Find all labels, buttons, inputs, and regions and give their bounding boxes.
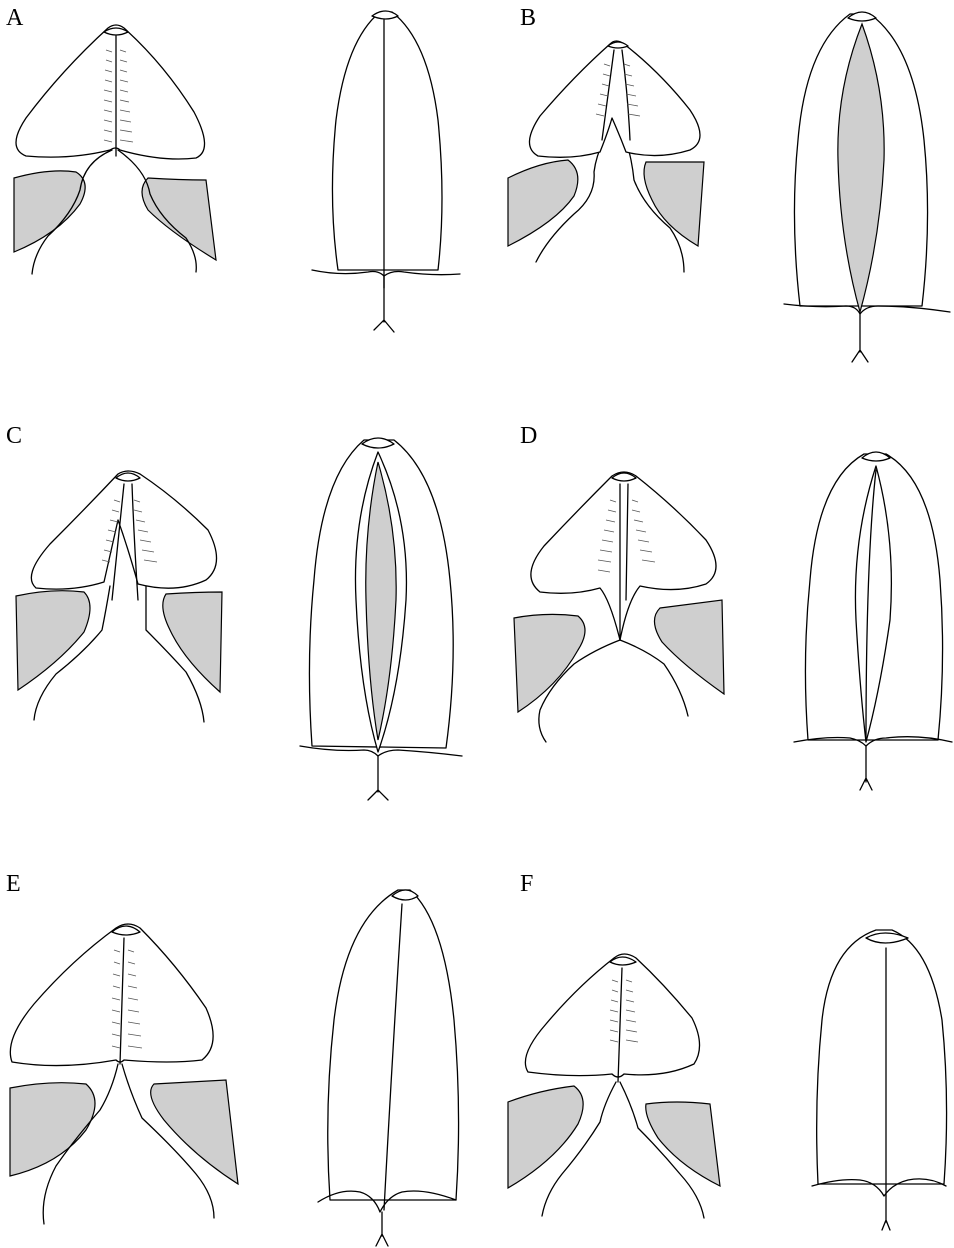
panel-a-dorsal-view — [14, 25, 216, 274]
panel-d-dorsal-view — [514, 472, 724, 742]
panel-f-dorsal-view — [508, 954, 720, 1218]
panel-a-ventral-view — [312, 11, 460, 332]
panel-b-ventral-view — [784, 12, 950, 362]
panel-f-ventral-view — [812, 930, 947, 1230]
panel-e-ventral-view — [318, 890, 459, 1246]
panel-d-ventral-view — [794, 452, 952, 790]
panel-c-dorsal-view — [16, 471, 222, 722]
panel-c-ventral-view — [300, 438, 462, 800]
panel-e-dorsal-view — [10, 924, 238, 1224]
panel-b-dorsal-view — [508, 41, 704, 272]
